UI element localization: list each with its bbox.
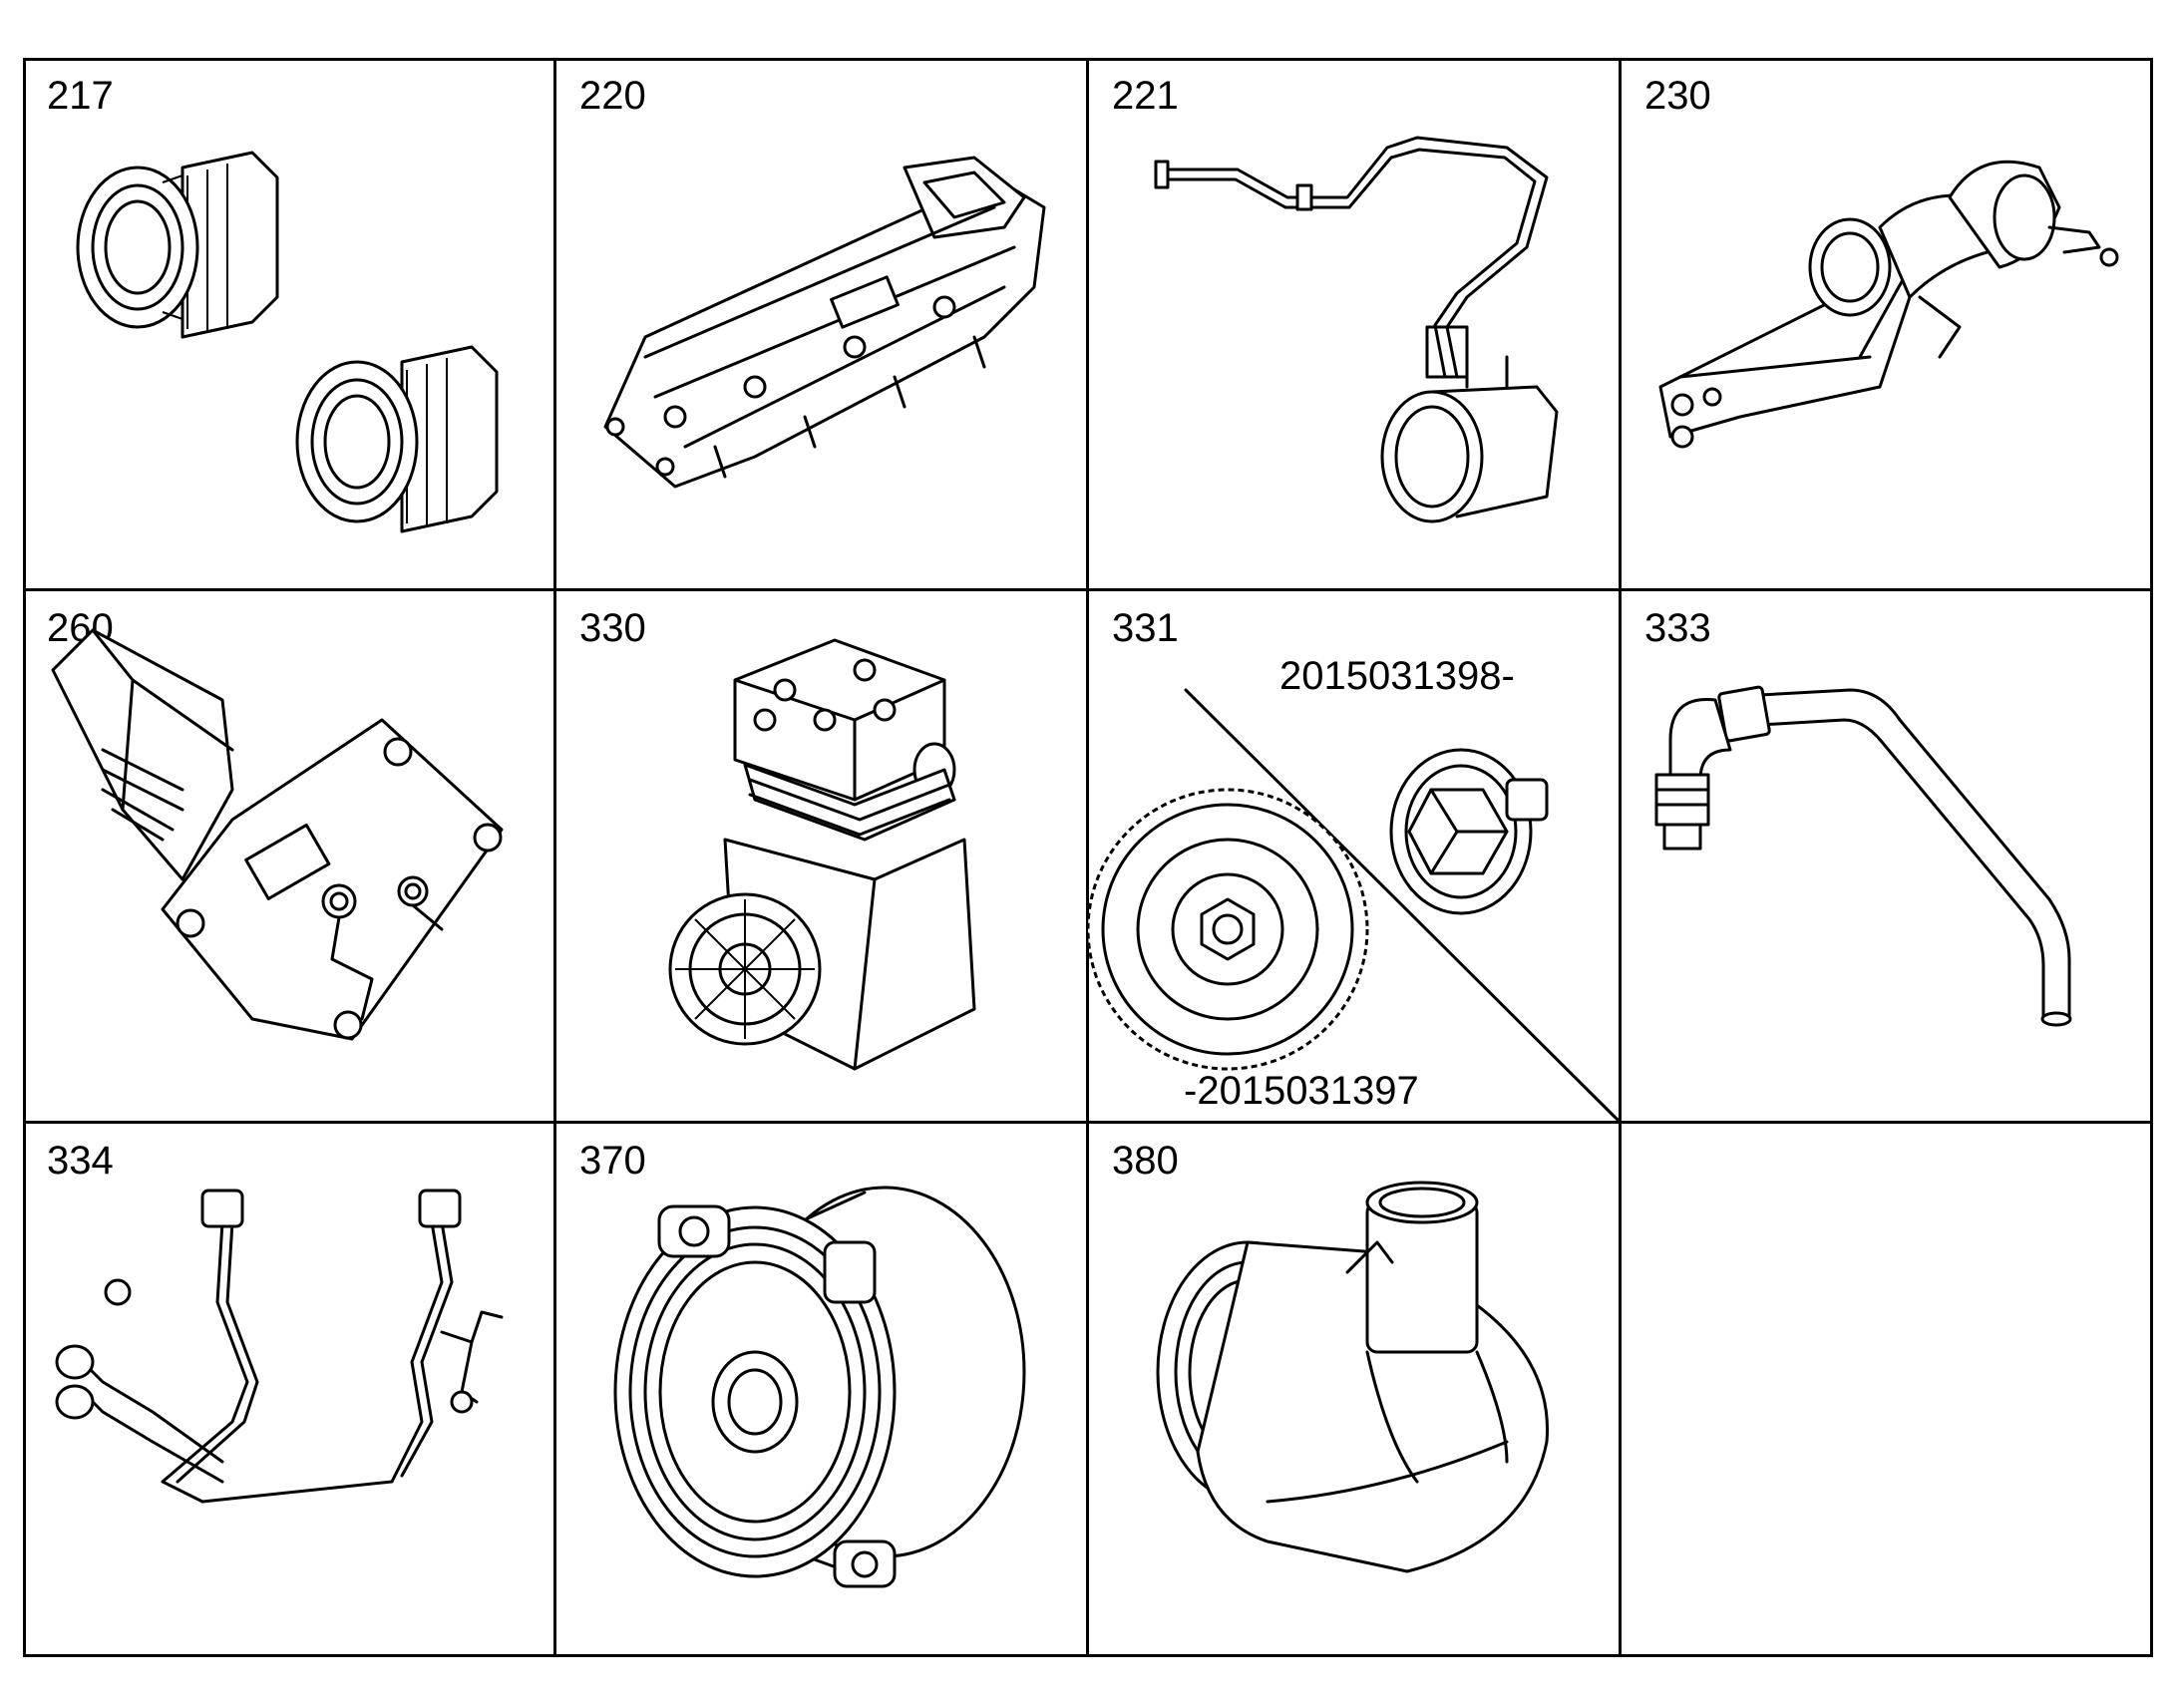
gear-and-hub-illustration xyxy=(1088,688,1621,1123)
water-pump-illustration xyxy=(613,1186,1026,1588)
part-number-upper: 2015031398- xyxy=(1279,654,1515,698)
cell-label: 220 xyxy=(579,74,646,118)
elbow-bracket-illustration xyxy=(1658,160,2119,449)
cell-230[interactable]: 230 xyxy=(1621,58,2153,590)
cell-label: 380 xyxy=(1112,1139,1179,1183)
cell-label: 217 xyxy=(47,74,114,118)
cell-empty xyxy=(1621,1123,2153,1655)
cell-260[interactable]: 260 xyxy=(23,590,555,1123)
cell-221[interactable]: 221 xyxy=(1088,58,1621,590)
pipe-set-illustration xyxy=(55,1189,504,1504)
cell-label: 334 xyxy=(47,1139,114,1183)
cell-220[interactable]: 220 xyxy=(555,58,1088,590)
cell-label: 230 xyxy=(1644,74,1711,118)
grid-divider xyxy=(1619,58,1622,1657)
grid-divider xyxy=(553,58,556,1657)
manifold-illustration xyxy=(603,156,1046,489)
grid-divider xyxy=(23,1121,2153,1124)
grid-divider xyxy=(1086,58,1089,1657)
cell-380[interactable]: 380 xyxy=(1088,1123,1621,1655)
cell-label: 221 xyxy=(1112,74,1179,118)
cell-label: 331 xyxy=(1112,606,1179,650)
parts-catalog-grid: 217 220 xyxy=(23,58,2153,1657)
pump-housing-illustration xyxy=(1156,1181,1550,1573)
cell-label: 333 xyxy=(1644,606,1711,650)
cell-370[interactable]: 370 xyxy=(555,1123,1088,1655)
part-number-lower: -2015031397 xyxy=(1184,1069,1419,1113)
cell-label: 370 xyxy=(579,1139,646,1183)
bent-pipe-illustration xyxy=(1654,685,2072,1027)
pipe-assembly-illustration xyxy=(1154,136,1559,523)
cell-label: 330 xyxy=(579,606,646,650)
air-compressor-illustration xyxy=(668,638,976,1071)
cell-331[interactable]: 331 2015031398- -2015031397 xyxy=(1088,590,1621,1123)
cell-217[interactable]: 217 xyxy=(23,58,555,590)
cell-330[interactable]: 330 xyxy=(555,590,1088,1123)
fittings-illustration xyxy=(76,151,499,533)
cell-333[interactable]: 333 xyxy=(1621,590,2153,1123)
grid-divider xyxy=(23,588,2153,591)
heater-plate-illustration xyxy=(51,628,504,1041)
cell-334[interactable]: 334 xyxy=(23,1123,555,1655)
